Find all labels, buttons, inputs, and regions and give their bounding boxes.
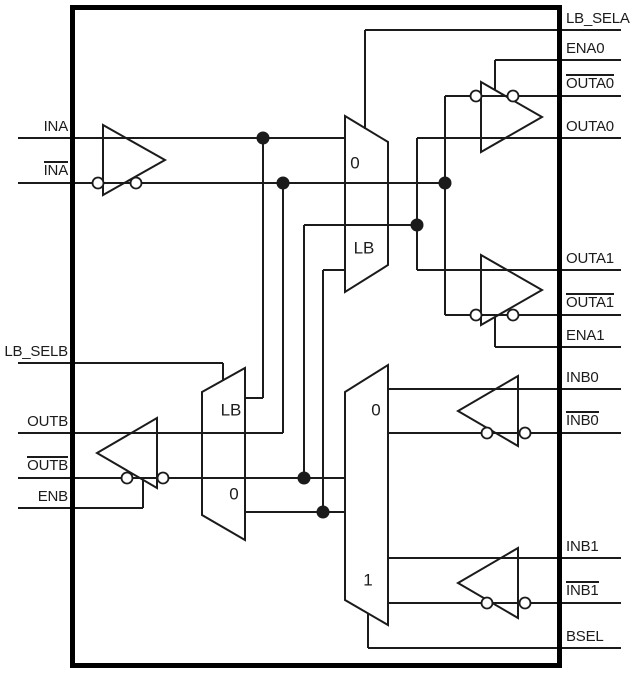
bubble-ina-in [91, 176, 105, 190]
wires [18, 29, 621, 649]
output-buffer-b [95, 416, 158, 490]
mux-b-in-input-1-label: 1 [363, 570, 373, 590]
pin-label-outa1-n: OUTA1 [566, 293, 614, 311]
pin-label-inb1: INB1 [566, 538, 599, 555]
pin-label-outa0: OUTA0 [566, 118, 614, 135]
bubble-a0-in [469, 89, 483, 103]
inversion-bubbles [91, 89, 532, 610]
pin-label-outb-n: OUTB [27, 456, 68, 474]
bubble-inb0-in [518, 426, 532, 440]
bubble-b-out2 [156, 471, 170, 485]
bubble-inb0-out [480, 426, 494, 440]
bubble-ina-out [129, 176, 143, 190]
pin-label-outb: OUTB [27, 413, 68, 430]
mux-a-input-lb-label: LB [353, 238, 375, 258]
mux-b-in-input-0-label: 0 [371, 400, 381, 420]
pin-label-inb0-n: INB0 [566, 411, 599, 429]
output-buffer-a1 [480, 253, 545, 327]
mux-b-loopback [201, 366, 246, 542]
bubble-a0-out [506, 89, 520, 103]
pin-label-lb-selb: LB_SELB [4, 343, 68, 360]
bubble-inb1-in [518, 596, 532, 610]
pin-label-enb: ENB [37, 488, 68, 505]
mux-a-input-0-label: 0 [350, 153, 360, 173]
mux-a [344, 114, 389, 294]
pin-label-bsel: BSEL [566, 628, 604, 645]
mux-b-out-input-lb-label: LB [220, 400, 242, 420]
chip-outline [70, 5, 562, 668]
pin-label-ina: INA [43, 118, 69, 135]
pin-label-inb1-n: INB1 [566, 581, 599, 599]
bubble-b-out1 [120, 471, 134, 485]
pin-label-inb0: INB0 [566, 369, 599, 386]
pin-label-ina-n: INA [43, 161, 68, 179]
pin-label-ena1: ENA1 [566, 327, 605, 344]
mux-b-out-input-0-label: 0 [229, 484, 239, 504]
pin-label-outa1: OUTA1 [566, 250, 614, 267]
mux-b-input-select [344, 363, 389, 627]
bubble-a1-in [469, 308, 483, 322]
pin-label-outa0-n: OUTA0 [566, 74, 614, 92]
bubble-a1-out [506, 308, 520, 322]
pin-label-lb-sela: LB_SELA [566, 10, 630, 27]
junction-dots [256, 131, 452, 519]
pin-label-ena0: ENA0 [566, 40, 605, 57]
bubble-inb1-out [480, 596, 494, 610]
